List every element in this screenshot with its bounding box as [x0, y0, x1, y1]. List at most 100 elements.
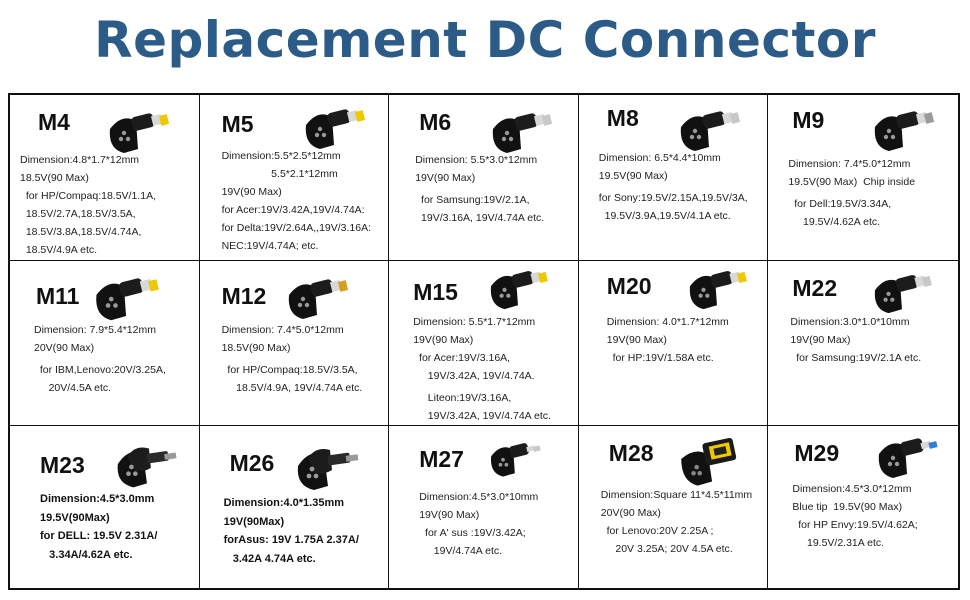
spec-line: 18.5V/3.8A,18.5V/4.74A, — [20, 226, 142, 238]
connector-spec: Dimension:4.5*3.0*10mm 19V(90 Max) for A'… — [419, 488, 538, 560]
spec-line: for DELL: 19.5V 2.31A/ — [40, 530, 158, 542]
connector-cell-m20: M20 Dimension: 4.0*1.7*12mm 19V(90 Max) f… — [578, 261, 769, 426]
spec-line: Liteon:19V/3.16A, — [413, 392, 512, 404]
spec-line: for Acer:19V/3.42A,19V/4.74A: — [221, 204, 365, 216]
spec-line: Dimension: 6.5*4.4*10mm — [598, 152, 721, 164]
spec-line: Dimension:4.0*1.35mm — [223, 497, 345, 509]
connector-cell-m22: M22 Dimension:3.0*1.0*10mm 19V(90 Max) fo… — [768, 261, 958, 426]
connector-code: M22 — [792, 275, 838, 301]
spec-line: Dimension:5.5*2.5*12mm — [221, 150, 341, 162]
spec-line: 19V/3.42A, 19V/4.74A etc. — [413, 410, 551, 422]
spec-line: for HP/Compaq:18.5V/3.5A, — [221, 364, 358, 376]
spec-line: 19V(90 Max) — [221, 186, 282, 198]
connector-code: M29 — [794, 440, 840, 466]
spec-line: 19V/3.16A, 19V/4.74A etc. — [415, 212, 545, 224]
dc-plug-icon — [481, 263, 553, 318]
spec-line: Dimension:4.5*3.0mm — [40, 493, 155, 505]
spec-line: Dimension:3.0*1.0*10mm — [790, 316, 910, 328]
connector-cell-m5: M5 Dimension:5.5*2.5*12mm 5.5*2.1*12mm 19… — [199, 95, 390, 261]
spec-line: for Acer:19V/3.16A, — [413, 352, 511, 364]
spec-line: for IBM,Lenovo:20V/3.25A, — [34, 364, 166, 376]
connector-code: M23 — [40, 452, 85, 478]
connector-spec: Dimension: 4.0*1.7*12mm 19V(90 Max) for H… — [607, 313, 729, 367]
spec-line: 19.5V/2.31A etc. — [792, 537, 885, 549]
connector-code: M11 — [36, 283, 80, 309]
spec-line: Dimension:4.5*3.0*12mm — [792, 483, 912, 495]
dc-plug-icon — [280, 271, 352, 328]
connector-code: M9 — [792, 107, 825, 133]
dc-plug-icon — [673, 434, 745, 497]
spec-line: 20V(90 Max) — [34, 342, 95, 354]
spec-line: for HP:19V/1.58A etc. — [606, 352, 714, 364]
connector-cell-m9: M9 Dimension: 7.4*5.0*12mm 19.5V(90 Max) … — [768, 95, 958, 261]
spec-line: Dimension: 7.4*5.0*12mm — [788, 158, 911, 170]
spec-line: 19V(90 Max) — [415, 172, 476, 184]
page-title: Replacement DC Connector — [94, 11, 876, 69]
spec-line: 20V(90 Max) — [600, 507, 661, 519]
spec-line: 19.5V/4.62A etc. — [788, 216, 881, 228]
spec-line: 19V(90 Max) — [419, 509, 480, 521]
spec-line: 18.5V/2.7A,18.5V/3.5A, — [20, 208, 136, 220]
dc-plug-icon — [102, 105, 172, 162]
dc-plug-icon — [679, 263, 753, 318]
spec-line: 19.5V(90 Max) — [598, 170, 668, 182]
spec-line: for HP Envy:19.5V/4.62A; — [792, 519, 918, 531]
spec-line: 3.34A/4.62A etc. — [40, 548, 133, 561]
spec-line: for Delta:19V/2.64A,,19V/3.16A: — [221, 222, 372, 234]
spec-line: Dimension: 4.0*1.7*12mm — [606, 316, 729, 328]
spec-line: 19V(90 Max) — [606, 334, 667, 346]
spec-line: for A' sus :19V/3.42A; — [419, 527, 526, 539]
connector-code: M28 — [608, 440, 654, 466]
dc-plug-icon — [864, 267, 938, 322]
connector-code: M20 — [606, 273, 652, 299]
spec-line: for Samsung:19V/2.1A etc. — [790, 352, 922, 364]
spec-line: Dimension:4.8*1.7*12mm — [20, 154, 140, 166]
spec-line: Dimension:4.5*3.0*10mm — [419, 491, 539, 503]
spec-line: Dimension: 5.5*3.0*12mm — [415, 154, 538, 166]
dc-plug-icon — [866, 103, 938, 160]
spec-line: 19.5V(90 Max) Chip inside — [788, 176, 916, 188]
spec-line: for Lenovo:20V 2.25A ; — [600, 525, 714, 537]
spec-line: 20V 3.25A; 20V 4.5A etc. — [600, 543, 733, 555]
spec-line: 18.5V/4.9A, 19V/4.74A etc. — [221, 382, 363, 394]
connector-code: M6 — [419, 109, 452, 135]
connector-cell-m28: M28 Dimension:Square 11*4.5*11mm 20V(90 M… — [579, 426, 769, 588]
spec-line: 3.42A 4.74A etc. — [223, 552, 316, 565]
connector-code: M8 — [606, 105, 639, 131]
connector-code: M15 — [413, 279, 458, 305]
dc-plug-icon — [298, 101, 368, 158]
dc-plug-icon — [292, 434, 362, 503]
dc-plug-icon — [868, 430, 944, 487]
spec-line: 19V/3.42A, 19V/4.74A. — [413, 370, 535, 382]
spec-line: Blue tip 19.5V(90 Max) — [792, 501, 903, 513]
connector-code: M5 — [221, 111, 254, 137]
connector-code: M12 — [221, 283, 267, 309]
spec-line: 19V(90 Max) — [790, 334, 851, 346]
spec-line: 18.5V(90 Max) — [221, 342, 291, 354]
spec-line: 19V(90Max) — [223, 515, 285, 528]
connector-spec: Dimension: 7.4*5.0*12mm 19.5V(90 Max) Chi… — [788, 155, 915, 231]
connector-spec: Dimension:3.0*1.0*10mm 19V(90 Max) for Sa… — [790, 313, 921, 367]
spec-line: Dimension: 5.5*1.7*12mm — [413, 316, 536, 328]
spec-line: Dimension:Square 11*4.5*11mm — [600, 489, 753, 501]
spec-line: 5.5*2.1*12mm — [221, 168, 338, 180]
